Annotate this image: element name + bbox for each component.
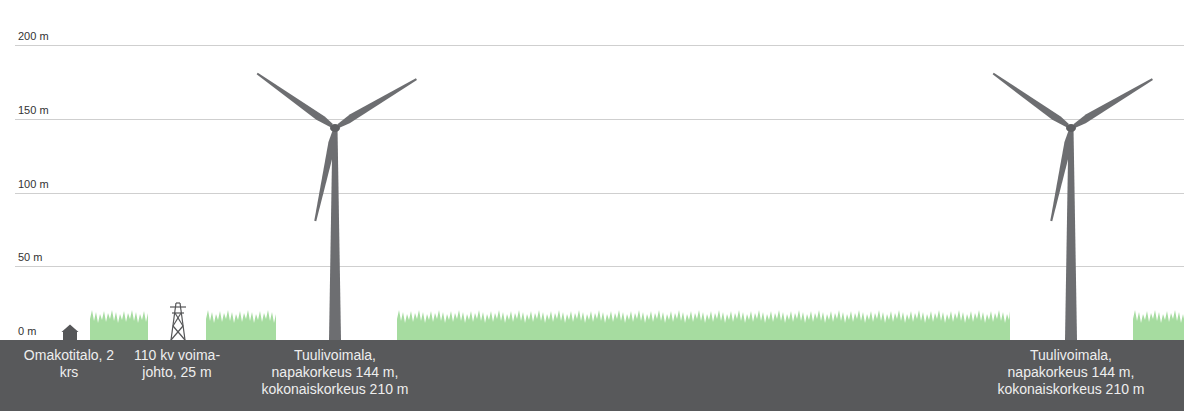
label-holder: 100 m [18, 178, 49, 191]
axis-label: 100 m [18, 178, 49, 191]
wind-turbine [255, 71, 418, 340]
tree-band [206, 310, 276, 340]
wind-turbine [991, 71, 1154, 340]
ground-band [0, 340, 1184, 411]
label-holder: Tuulivoimala, napakorkeus 144 m, kokonai… [989, 347, 1154, 398]
axis-label: 150 m [18, 104, 49, 117]
label-holder: 0 m [18, 325, 36, 338]
axis-label: 0 m [18, 325, 36, 338]
pylon-symbol [170, 303, 186, 340]
label-holder: 150 m [18, 104, 49, 117]
tree-band [90, 310, 148, 340]
gridlines [15, 46, 1184, 267]
label-holder: 50 m [18, 251, 42, 264]
tree-band [397, 310, 1010, 340]
object-caption: 110 kv voima- johto, 25 m [127, 347, 227, 381]
label-holder: 110 kv voima- johto, 25 m [127, 347, 227, 381]
house-symbol [62, 325, 79, 341]
object-caption: Tuulivoimala, napakorkeus 144 m, kokonai… [253, 347, 418, 398]
label-holder: Tuulivoimala, napakorkeus 144 m, kokonai… [253, 347, 418, 398]
axis-label: 200 m [18, 30, 49, 43]
forest [90, 310, 1184, 340]
tree-band [1133, 310, 1184, 340]
label-holder: Omakotitalo, 2 krs [22, 347, 117, 381]
object-caption: Tuulivoimala, napakorkeus 144 m, kokonai… [989, 347, 1154, 398]
object-caption: Omakotitalo, 2 krs [22, 347, 117, 381]
label-holder: 200 m [18, 30, 49, 43]
axis-label: 50 m [18, 251, 42, 264]
